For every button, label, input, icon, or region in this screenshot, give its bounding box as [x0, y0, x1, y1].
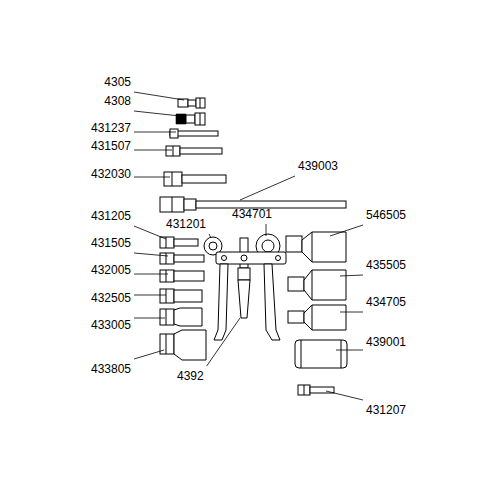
callout-number: 546505 [366, 208, 406, 222]
callout-number: 433805 [91, 362, 131, 376]
callout-number: 431507 [91, 139, 131, 153]
callout-number: 4305 [104, 75, 131, 89]
leader-line [134, 111, 180, 116]
leader-line [266, 224, 267, 236]
leader-line [336, 350, 363, 351]
callout-number: 434705 [366, 295, 406, 309]
callout-number: 4308 [104, 94, 131, 108]
leader-line [240, 176, 295, 200]
leader-line [134, 350, 164, 359]
leader-line [134, 226, 166, 239]
callout-number: 432030 [91, 167, 131, 181]
sleeve-part [295, 340, 347, 368]
adapter-part [160, 289, 202, 303]
rod-part [170, 129, 218, 138]
leader-line [134, 177, 170, 178]
leader-line [134, 150, 172, 151]
leader-line [134, 132, 176, 133]
puller-part [214, 238, 286, 340]
callout-number: 431505 [91, 236, 131, 250]
callout-number: 431205 [91, 209, 131, 223]
adapter-part [160, 330, 206, 360]
leader-line [134, 253, 168, 256]
bit-part [176, 113, 205, 125]
callout-number: 432005 [91, 263, 131, 277]
callout-number: 4392 [177, 369, 204, 383]
callout-number: 434701 [232, 207, 272, 221]
callout-number: 432505 [91, 291, 131, 305]
cup-part [288, 270, 346, 300]
leader-line [134, 92, 184, 100]
leader-line [134, 295, 166, 296]
leader-line [134, 318, 165, 319]
cup-part [286, 232, 346, 262]
callout-number: 431237 [91, 121, 131, 135]
adapter-part [160, 308, 202, 326]
shaft-part [166, 146, 222, 156]
callout-number: 435505 [366, 258, 406, 272]
callout-number: 439001 [366, 335, 406, 349]
leader-line [330, 225, 363, 236]
callout-number: 431207 [366, 403, 406, 417]
leader-line [207, 318, 240, 366]
callout-number: 431201 [166, 217, 206, 231]
callout-number: 433005 [91, 318, 131, 332]
leader-line [209, 234, 211, 238]
leader-line [340, 312, 363, 313]
leader-line [134, 274, 168, 275]
leader-line [326, 391, 363, 400]
callout-number: 439003 [298, 159, 338, 173]
shaft-part [164, 172, 226, 186]
leader-line [340, 275, 363, 276]
adapter-part [160, 270, 204, 282]
adapter-part [160, 253, 204, 264]
bit-part [298, 385, 334, 395]
cup-part [288, 305, 346, 330]
